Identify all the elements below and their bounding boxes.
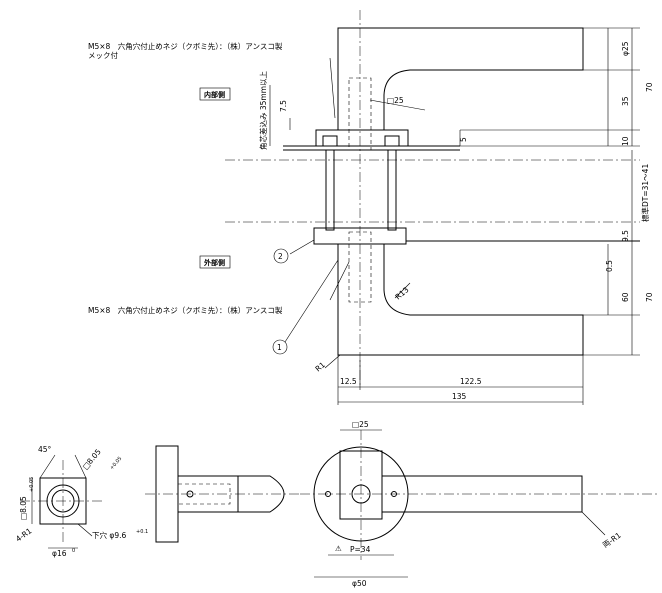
dim-135: 135 bbox=[452, 392, 467, 401]
spindle-section-view bbox=[20, 454, 105, 549]
leader-1 bbox=[284, 259, 339, 343]
front-view bbox=[300, 429, 660, 578]
side-view bbox=[199, 10, 640, 405]
balloon-1-text: 1 bbox=[277, 343, 282, 352]
balloon-2 bbox=[273, 248, 289, 264]
leader-r13 bbox=[394, 282, 411, 299]
dim-phi16: φ16 bbox=[52, 549, 67, 558]
leader-r1 bbox=[324, 354, 341, 369]
leader-screw-top bbox=[329, 57, 336, 119]
dim-9-5: 9.5 bbox=[621, 230, 630, 242]
leader-screw-bottom bbox=[329, 261, 350, 301]
dim-0-5: 0.5 bbox=[605, 260, 614, 272]
outside-label-box bbox=[199, 255, 231, 269]
dim-phi25: φ25 bbox=[621, 41, 630, 56]
inside-label-box bbox=[199, 87, 231, 101]
outside-label: 外部側 bbox=[204, 258, 225, 267]
inside-rose bbox=[315, 129, 409, 147]
four-r1-note: 4-R1 bbox=[14, 526, 34, 544]
outside-lever bbox=[337, 243, 584, 356]
balloon-1 bbox=[272, 339, 288, 355]
dim-70-top: 70 bbox=[645, 82, 654, 92]
screw-note-top: M5×8 六角穴付止めネジ（クボミ先）：（株）アンスコ製 bbox=[88, 41, 283, 51]
tol-a: +0.05 bbox=[109, 456, 123, 472]
leader-2 bbox=[289, 239, 315, 255]
insert-depth-note: 角芯差込み 35mm以上 bbox=[258, 70, 268, 150]
dim-70-bottom: 70 bbox=[645, 292, 654, 302]
lever-side-view bbox=[145, 445, 300, 543]
inside-lever bbox=[337, 27, 584, 131]
dim-phi50: φ50 bbox=[352, 579, 367, 588]
dim-r1: R1 bbox=[314, 360, 328, 373]
dim-sq25-front: □25 bbox=[352, 420, 369, 429]
bolt-right bbox=[387, 149, 397, 231]
dim-10: 10 bbox=[621, 136, 630, 146]
screw-head-left bbox=[322, 135, 338, 147]
dim-p34: P=34 bbox=[350, 545, 371, 554]
warning-triangle: ⚠ bbox=[335, 544, 342, 553]
dim-7-5: 7.5 bbox=[279, 100, 288, 112]
tap-hole-note: 下穴 φ9.6 bbox=[92, 530, 126, 540]
dim-sq8-05-b: □8.05 bbox=[19, 496, 28, 520]
screw-note-bottom: M5×8 六角穴付止めネジ（クボミ先）：（株）アンスコ製 bbox=[88, 305, 283, 315]
lever-end bbox=[237, 475, 285, 513]
inside-label: 内部側 bbox=[204, 90, 225, 99]
dim-12-5: 12.5 bbox=[340, 377, 357, 386]
dim-sq8-05-a: □8.05 bbox=[81, 447, 103, 471]
dim-35: 35 bbox=[621, 96, 630, 106]
bolt-left bbox=[325, 149, 335, 231]
tol-b: +0.05 bbox=[29, 477, 35, 492]
dim-122-5: 122.5 bbox=[460, 377, 482, 386]
tol-c: 0 bbox=[72, 548, 75, 554]
screw-note-top-sub: メック付 bbox=[88, 50, 118, 60]
screw-head-right bbox=[384, 135, 400, 147]
dim-60: 60 bbox=[621, 292, 630, 302]
spindle-bottom bbox=[348, 231, 372, 303]
dim-angle45: 45° bbox=[38, 445, 52, 454]
both-r1-note: 両-R1 bbox=[601, 531, 623, 550]
dim-5: 5 bbox=[459, 137, 468, 142]
dim-sq25-top: □25 bbox=[387, 96, 404, 105]
balloon-2-text: 2 bbox=[278, 252, 283, 261]
tap-hole-tol: +0.1 bbox=[136, 529, 148, 535]
door-thickness-note: 標準DT=31～41 bbox=[640, 164, 650, 222]
dim-r13: R13 bbox=[394, 285, 411, 302]
